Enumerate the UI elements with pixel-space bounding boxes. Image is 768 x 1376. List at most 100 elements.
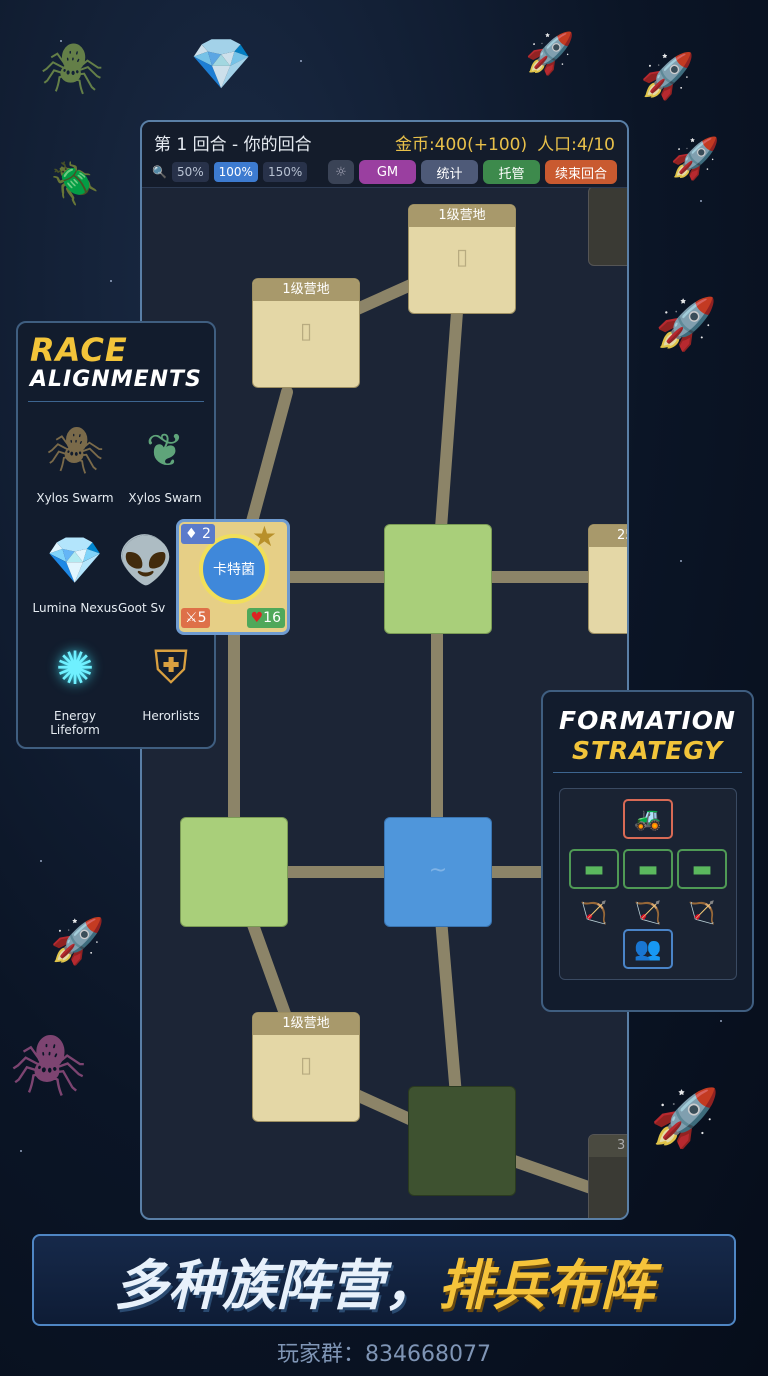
map-node-dark-edge[interactable]: 3 <box>588 1134 627 1218</box>
race-name: Energy Lifeform <box>50 709 100 737</box>
tank-icon: ▬ <box>691 856 713 882</box>
spaceship-sprite: 🚀 <box>650 1086 720 1151</box>
helmet-icon: ⛨ <box>153 640 189 694</box>
race-herorlists[interactable]: ⛨Herorlists <box>126 633 216 723</box>
level-chip: ♦ 2 <box>181 524 215 544</box>
unit-name: 卡特菌 <box>213 562 255 578</box>
health-chip: ♥16 <box>246 608 285 628</box>
spaceship-sprite: 🚀 <box>640 51 695 102</box>
race-title: RACE <box>30 331 128 369</box>
unit-card[interactable]: 卡特菌 ♦ 2 ★ ⚔5 ♥16 <box>176 519 290 635</box>
race-name: Goot Sv <box>118 601 166 615</box>
artillery-slot[interactable]: 🚜 <box>623 799 673 839</box>
resources: 金币:400(+100)人口:4/10 <box>385 130 615 155</box>
race-goot[interactable]: 👽 Goot Sv <box>117 525 175 616</box>
player-group-text: 玩家群：834668077 <box>277 1342 491 1367</box>
race-xylos-swarm[interactable]: 🕷 Xylos Swarm <box>30 415 120 506</box>
settings-button[interactable]: ☼ <box>328 160 354 184</box>
archer-icon: 🏹 <box>634 900 662 926</box>
edge-label: 25 <box>589 525 627 547</box>
spider-sprite: 🕷 <box>10 1031 87 1101</box>
gm-button[interactable]: GM <box>359 160 416 184</box>
spaceship-sprite: 🚀 <box>670 136 720 182</box>
top-bar: 第 1 回合 - 你的回合 金币:400(+100)人口:4/10 🔍 50% … <box>142 122 627 188</box>
promo-banner: 多种族阵营，排兵布阵 <box>32 1234 736 1326</box>
race-energy-lifeform[interactable]: ✺ Energy Lifeform <box>30 633 120 737</box>
bug-sprite: 🪲 <box>50 161 100 207</box>
tank-slot[interactable]: ▬ <box>569 849 619 889</box>
unit-level: 2 <box>202 526 211 542</box>
tank-slot[interactable]: ▬ <box>677 849 727 889</box>
spider-icon: 🕷 <box>45 422 105 477</box>
stats-button[interactable]: 统计 <box>421 160 478 184</box>
archer-slot[interactable]: 🏹 <box>623 893 673 933</box>
map-node-grass[interactable] <box>384 524 492 634</box>
population-counter: 人口:4/10 <box>537 135 615 155</box>
attack-chip: ⚔5 <box>181 608 211 628</box>
camp-label: 1级营地 <box>409 205 515 227</box>
camp-label: 1级营地 <box>253 279 359 301</box>
formation-title: FORMATION <box>559 706 736 735</box>
spaceship-sprite: 🚀 <box>525 31 575 77</box>
map-node-top-right-dark[interactable] <box>588 186 627 266</box>
banner-text-white: 多种族阵营， <box>114 1253 438 1317</box>
divider <box>28 401 204 402</box>
spaceship-sprite: 🚀 <box>655 295 718 353</box>
archer-slot[interactable]: 🏹 <box>677 893 727 933</box>
edge-label: 3 <box>589 1135 627 1157</box>
energy-orb-icon: ✺ <box>55 641 95 695</box>
tank-slot[interactable]: ▬ <box>623 849 673 889</box>
divider <box>553 772 742 773</box>
race-name: Xylos Swarn <box>128 491 202 505</box>
zoom-150-button[interactable]: 150% <box>262 162 308 182</box>
toolbar: 🔍 50% 100% 150% ☼ GM 统计 托管 续束回合 <box>152 160 617 184</box>
health-value: 16 <box>263 610 281 626</box>
race-alignments-panel: RACE ALIGNMENTS 🕷 Xylos Swarm ❦ Xylos Swar… <box>16 321 216 749</box>
artillery-icon: 🚜 <box>634 806 662 832</box>
tank-icon: ▬ <box>583 856 605 882</box>
alien-head-icon: 👽 <box>117 532 175 587</box>
placeholder-icon: ▯ <box>299 319 313 344</box>
game-board: 1级营地▯ 1级营地▯ 25 ~ 1级营地▯ 3 第 1 回合 - 你的回合 金… <box>140 120 629 1220</box>
map-node-camp[interactable]: 1级营地 ▯ <box>408 204 516 314</box>
map-node-camp-edge[interactable]: 25 <box>588 524 627 634</box>
race-name: Lumina Nexus <box>32 601 118 615</box>
zoom-icon: 🔍 <box>152 165 167 179</box>
map-node-grass[interactable] <box>180 817 288 927</box>
archer-icon: 🏹 <box>580 900 608 926</box>
gem-icon: ♦ <box>185 526 198 542</box>
group-icon: 👥 <box>634 936 662 962</box>
formation-grid: 🚜 ▬ ▬ ▬ 🏹 🏹 🏹 👥 <box>559 788 737 980</box>
turn-title: 第 1 回合 - 你的回合 <box>154 135 312 155</box>
swords-icon: ⚔ <box>185 610 198 626</box>
unit-portrait: 卡特菌 <box>199 534 269 604</box>
spider-sprite: 🕷 <box>40 40 104 98</box>
strategy-title: STRATEGY <box>571 736 723 765</box>
attack-value: 5 <box>197 610 207 626</box>
formation-strategy-panel: FORMATION STRATEGY 🚜 ▬ ▬ ▬ 🏹 🏹 🏹 👥 <box>541 690 754 1012</box>
placeholder-icon: ▯ <box>455 245 469 270</box>
map-node-camp[interactable]: 1级营地 ▯ <box>252 278 360 388</box>
tank-icon: ▬ <box>637 856 659 882</box>
crystal-sprite: 💎 <box>190 35 253 93</box>
race-xylos-swarn[interactable]: ❦ Xylos Swarn <box>120 415 210 505</box>
map-node-camp[interactable]: 1级营地 ▯ <box>252 1012 360 1122</box>
banner-text-gold: 排兵布阵 <box>438 1253 654 1317</box>
zoom-50-button[interactable]: 50% <box>171 162 209 182</box>
infantry-slot[interactable]: 👥 <box>623 929 673 969</box>
race-lumina-nexus[interactable]: 💎 Lumina Nexus <box>30 525 120 616</box>
alignments-title: ALIGNMENTS <box>30 367 202 392</box>
insect-mask-icon: ❦ <box>145 423 185 477</box>
archer-slot[interactable]: 🏹 <box>569 893 619 933</box>
zoom-100-button[interactable]: 100% <box>213 162 258 182</box>
archer-icon: 🏹 <box>688 900 716 926</box>
crystal-icon: 💎 <box>46 532 104 587</box>
placeholder-icon: ▯ <box>299 1053 313 1078</box>
water-icon: ~ <box>428 858 448 883</box>
camp-label: 1级营地 <box>253 1013 359 1035</box>
race-name: Xylos Swarm <box>36 491 114 505</box>
auto-button[interactable]: 托管 <box>483 160 540 184</box>
end-turn-button[interactable]: 续束回合 <box>545 160 617 184</box>
map-node-water[interactable]: ~ <box>384 817 492 927</box>
map-node-forest[interactable] <box>408 1086 516 1196</box>
